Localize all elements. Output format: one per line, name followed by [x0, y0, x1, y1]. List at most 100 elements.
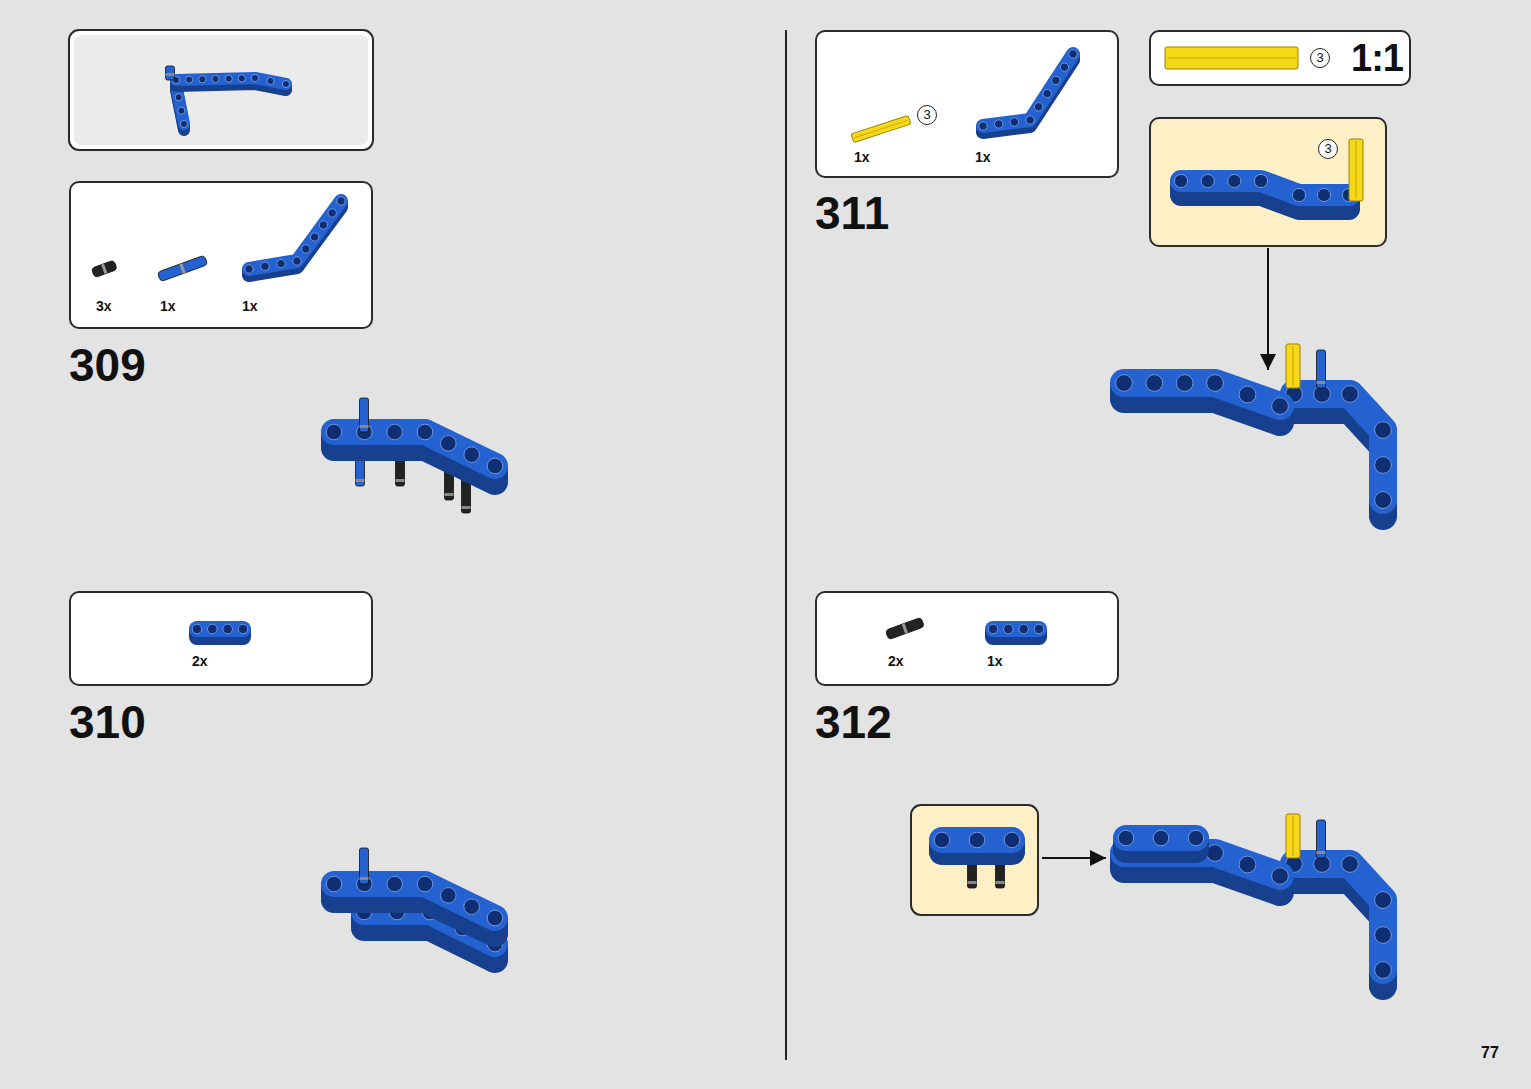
beam-hole [267, 77, 274, 84]
callout-number: 3 [917, 105, 937, 125]
drawing-part [101, 264, 107, 274]
step-number: 312 [815, 697, 892, 748]
beam-hole [441, 888, 457, 904]
callout-number: 3 [1310, 48, 1330, 68]
callout-number: 3 [1318, 139, 1338, 159]
beam-hole [192, 624, 202, 634]
beam-hole [328, 209, 336, 217]
parts-art [71, 183, 371, 327]
beam-hole [277, 259, 285, 267]
beam-top [993, 621, 1039, 637]
beam-hole [245, 265, 253, 273]
beam-hole [969, 832, 985, 848]
beam-hole [1052, 76, 1060, 84]
pin [360, 848, 369, 884]
beam-top [1126, 825, 1196, 851]
beam-hole [994, 120, 1002, 128]
callout-box [911, 805, 1038, 915]
beam-side [942, 833, 1012, 859]
drawing-part [854, 120, 907, 137]
quantity-label: 1x [160, 298, 176, 315]
beam-side [197, 625, 243, 641]
beam-hole [238, 75, 245, 82]
beam-hole [326, 424, 342, 440]
axle [1165, 47, 1298, 69]
beam-side [993, 623, 1039, 639]
beam-hole [1034, 103, 1042, 111]
beam-hole [1118, 830, 1134, 846]
preview-ground [74, 35, 368, 145]
beam-hole [1146, 375, 1163, 392]
quantity-label: 2x [888, 653, 904, 670]
beam-hole [310, 233, 318, 241]
beam-side [197, 627, 243, 643]
parts-art [71, 593, 371, 684]
beam-hole [387, 876, 403, 892]
beam-top [1294, 864, 1383, 970]
pin-band [462, 506, 471, 509]
beam-hole [1174, 174, 1187, 187]
beam-side [1126, 829, 1196, 855]
beam-hole [1176, 375, 1193, 392]
step-number: 310 [69, 697, 146, 748]
page-number: 77 [1481, 1044, 1499, 1062]
drawing-part [91, 260, 117, 278]
drawing-part [1293, 816, 1294, 856]
beam-hole [238, 624, 248, 634]
pin [1317, 350, 1326, 388]
pin-band [360, 425, 369, 428]
beam-hole [464, 899, 480, 915]
drawing-part [851, 50, 1077, 143]
drawing-part [902, 623, 908, 633]
beam-hole [1375, 457, 1392, 474]
step-number: 309 [69, 340, 146, 391]
drawing-part [1286, 814, 1300, 858]
beam-hole [1272, 398, 1289, 415]
step-number: 311 [815, 188, 889, 239]
beam-hole [1188, 830, 1204, 846]
beam-hole [293, 257, 301, 265]
beam-top [249, 201, 341, 269]
beam-side [993, 625, 1039, 641]
pin-band [360, 877, 369, 880]
beam-side [993, 629, 1039, 645]
beam-top [197, 621, 243, 637]
beam-hole [225, 75, 232, 82]
drawing-part [1286, 344, 1300, 388]
beam-hole [1317, 188, 1330, 201]
beam-hole [186, 76, 193, 83]
pin [1317, 820, 1326, 858]
beam-hole [417, 424, 433, 440]
pin-part [157, 255, 207, 281]
drawing-part [1356, 141, 1357, 199]
beam-hole [1239, 856, 1256, 873]
beam-hole [208, 624, 218, 634]
scale-label: 1:1 [1351, 36, 1403, 80]
beam-hole [337, 197, 345, 205]
preview-model [166, 66, 290, 130]
beam-hole [212, 75, 219, 82]
beam-hole [180, 120, 187, 127]
pin [360, 398, 369, 432]
drawing-part [885, 617, 1044, 639]
pin-band [356, 479, 365, 482]
beam-hole [1375, 962, 1392, 979]
quantity-label: 1x [975, 149, 991, 166]
step-model [1116, 814, 1392, 986]
quantity-label: 3x [96, 298, 112, 315]
beam-hole [261, 262, 269, 270]
beam-hole [1201, 174, 1214, 187]
beam-hole [282, 80, 289, 87]
callout-model [934, 832, 1020, 888]
beam-hole [319, 221, 327, 229]
beam-hole [302, 245, 310, 253]
pin-band [445, 493, 454, 496]
beam-hole [1069, 50, 1077, 58]
beam-hole [178, 107, 185, 114]
pin-band [968, 881, 977, 884]
pin-band [1317, 381, 1326, 384]
beam-hole [464, 447, 480, 463]
pin [166, 66, 175, 80]
beam-hole [1019, 624, 1029, 634]
pin-part [91, 260, 117, 278]
